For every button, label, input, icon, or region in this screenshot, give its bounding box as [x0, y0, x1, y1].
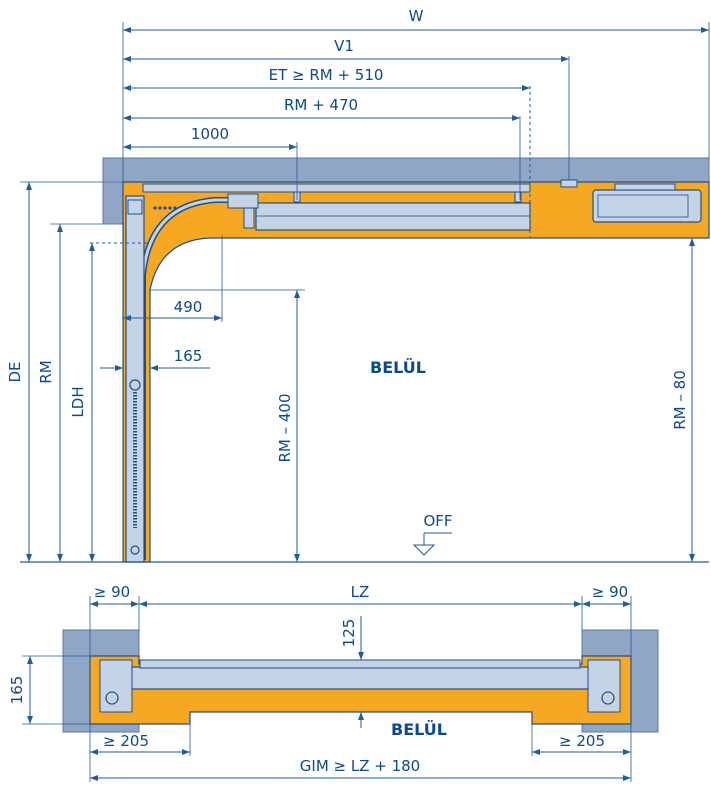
- label-v1: V1: [334, 37, 354, 55]
- frame-left: [99, 659, 133, 713]
- ceiling: [102, 157, 710, 183]
- label-gte90-left: ≥ 90: [94, 583, 130, 601]
- horizontal-door-panel: [255, 202, 531, 231]
- label-inside-plan: BELÜL: [391, 720, 447, 739]
- label-inside-section: BELÜL: [370, 358, 426, 377]
- label-490: 490: [174, 298, 203, 316]
- door-panel-plan: [129, 666, 591, 690]
- top-dimensions: W V1 ET ≥ RM + 510 RM + 470 1000: [122, 7, 710, 200]
- dim-165-side-group: 165: [100, 347, 210, 371]
- frame-right: [587, 659, 621, 713]
- label-lz: LZ: [351, 583, 370, 601]
- label-gte205-left: ≥ 205: [103, 732, 149, 750]
- lintel: [102, 181, 124, 225]
- label-w: W: [409, 7, 424, 25]
- floor-level-triangle-icon: [412, 544, 436, 556]
- dim-490-group: 490: [123, 235, 223, 322]
- label-gte205-right: ≥ 205: [559, 732, 605, 750]
- label-gim: GIM ≥ LZ + 180: [300, 757, 420, 775]
- off-marker: OFF: [412, 512, 453, 556]
- label-165-side: 165: [174, 347, 203, 365]
- label-rm-400: RM – 400: [276, 393, 294, 462]
- section-view: W V1 ET ≥ RM + 510 RM + 470 1000 490 165: [6, 7, 710, 563]
- plan-view: ≥ 90 LZ ≥ 90 125 165 ≥ 205 ≥ 205 GIM ≥ L…: [8, 583, 659, 782]
- dim-rm-400-group: RM – 400: [150, 289, 305, 562]
- dim-rm-80-group: RM – 80: [671, 238, 695, 562]
- label-125: 125: [340, 619, 358, 648]
- label-1000: 1000: [191, 125, 229, 143]
- left-vertical-dimensions: DE RM LDH: [6, 181, 103, 562]
- operator-rail: [142, 183, 531, 193]
- label-off: OFF: [423, 512, 452, 530]
- label-et: ET ≥ RM + 510: [269, 66, 384, 84]
- label-rm: RM: [37, 360, 55, 383]
- label-165-plan: 165: [8, 676, 26, 705]
- label-ldh: LDH: [69, 386, 87, 417]
- label-gte90-right: ≥ 90: [592, 583, 628, 601]
- label-rm-plus: RM + 470: [284, 96, 358, 114]
- label-de: DE: [6, 361, 24, 382]
- label-rm-80: RM – 80: [671, 370, 689, 430]
